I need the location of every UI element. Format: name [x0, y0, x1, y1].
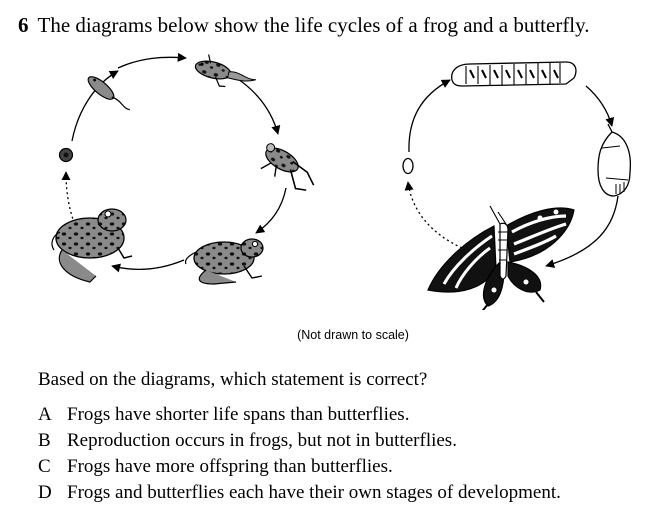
answer-option-a[interactable]: A Frogs have shorter life spans than butt…	[38, 402, 561, 428]
cycle-arrow-dashed	[61, 171, 77, 229]
adult-frog-icon	[51, 208, 133, 283]
cycle-arrow	[237, 78, 281, 135]
frog-life-cycle	[51, 52, 315, 285]
option-text: Frogs have more offspring than butterfli…	[67, 456, 393, 477]
option-letter: A	[38, 404, 52, 425]
cycle-arrow	[545, 195, 619, 268]
answer-option-d[interactable]: D Frogs and butterflies each have their o…	[38, 480, 561, 506]
cycle-arrow	[585, 85, 615, 127]
option-text: Reproduction occurs in frogs, but not in…	[67, 430, 457, 451]
frog-egg-icon	[58, 147, 74, 163]
question-header: 6 The diagrams below show the life cycles…	[18, 13, 590, 38]
cycle-arrow	[111, 259, 185, 273]
cycle-arrow	[71, 70, 119, 142]
tadpole-with-legs-icon	[194, 54, 257, 88]
answer-option-b[interactable]: B Reproduction occurs in frogs, but not i…	[38, 428, 561, 454]
option-text: Frogs and butterflies each have their ow…	[67, 482, 561, 503]
caterpillar-icon	[451, 61, 577, 87]
cycle-arrow	[255, 187, 287, 234]
option-letter: D	[38, 482, 52, 503]
question-text: The diagrams below show the life cycles …	[37, 13, 590, 37]
option-letter: B	[38, 430, 51, 451]
option-text: Frogs have shorter life spans than butte…	[67, 404, 410, 425]
answer-options: A Frogs have shorter life spans than butt…	[38, 402, 561, 506]
tadpole-icon	[87, 76, 130, 111]
cycle-arrow	[117, 52, 187, 69]
juvenile-frog-icon	[184, 238, 264, 285]
butterfly-egg-icon	[402, 157, 414, 175]
chrysalis-icon	[597, 123, 632, 197]
option-letter: C	[38, 456, 51, 477]
froglet-icon	[260, 143, 315, 191]
cycle-arrow-dashed	[404, 181, 463, 249]
question-prompt: Based on the diagrams, which statement i…	[38, 369, 428, 390]
answer-option-c[interactable]: C Frogs have more offspring than butterfl…	[38, 454, 561, 480]
figure-caption: (Not drawn to scale)	[297, 328, 409, 342]
question-number: 6	[18, 13, 29, 37]
life-cycle-diagrams	[51, 52, 632, 310]
adult-butterfly-icon	[427, 205, 575, 310]
cycle-arrow	[408, 79, 451, 153]
butterfly-life-cycle	[402, 61, 632, 310]
